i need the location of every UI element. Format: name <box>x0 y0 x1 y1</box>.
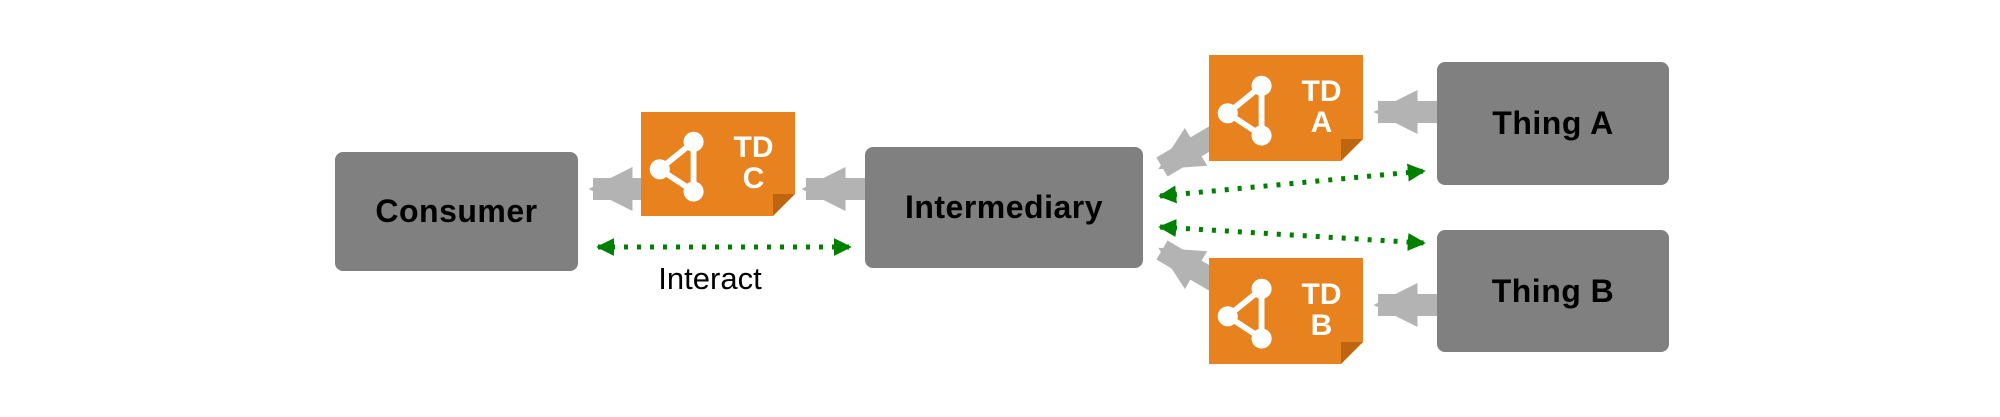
td-a-text: TD A <box>1288 77 1355 138</box>
node-thing-a-label: Thing A <box>1492 105 1614 141</box>
node-consumer-label: Consumer <box>375 193 538 229</box>
node-intermediary-label: Intermediary <box>904 189 1104 225</box>
td-graph-icon <box>1214 70 1288 146</box>
td-b-letter: B <box>1310 309 1333 342</box>
interact-arrow-intermediary-thing-a <box>1158 163 1426 204</box>
node-thing-b: Thing B <box>1437 230 1669 352</box>
td-document-b: TD B <box>1209 258 1363 364</box>
td-graph-icon <box>646 126 720 202</box>
node-intermediary: Intermediary <box>865 147 1143 268</box>
td-c-acronym: TD <box>733 131 774 165</box>
interact-label: Interact <box>658 261 762 296</box>
td-document-a: TD A <box>1209 55 1363 161</box>
td-c-text: TD C <box>720 133 787 194</box>
td-graph-icon <box>1214 273 1288 349</box>
td-a-letter: A <box>1310 106 1333 139</box>
td-document-c: TD C <box>641 112 795 216</box>
node-consumer: Consumer <box>335 152 578 271</box>
td-a-acronym: TD <box>1301 75 1342 109</box>
interact-arrow-intermediary-thing-b <box>1158 218 1426 252</box>
td-b-text: TD B <box>1288 280 1355 341</box>
td-c-letter: C <box>742 162 765 195</box>
td-b-acronym: TD <box>1301 278 1342 312</box>
node-thing-a: Thing A <box>1437 62 1669 185</box>
node-thing-b-label: Thing B <box>1491 272 1615 309</box>
